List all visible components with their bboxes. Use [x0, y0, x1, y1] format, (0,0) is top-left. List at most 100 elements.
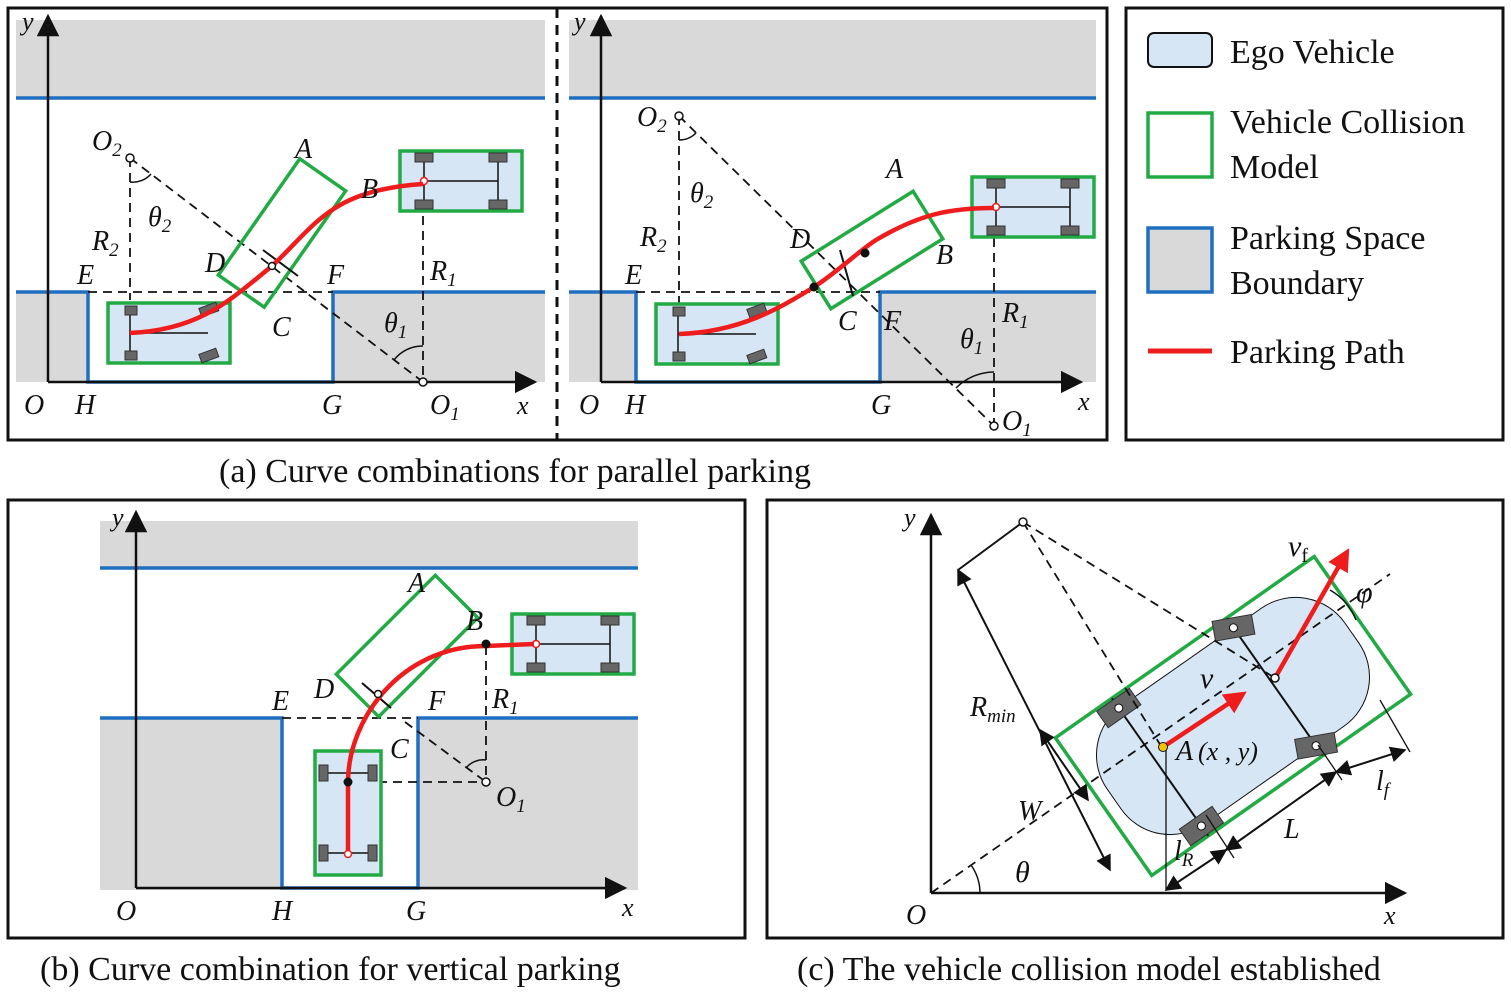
h-label: H — [624, 390, 647, 421]
panel-c-caption: (c) The vehicle collision model establis… — [797, 951, 1381, 988]
c-d-tick — [262, 249, 299, 277]
o1-label: O1 — [496, 782, 526, 817]
v-label: v — [1200, 662, 1214, 695]
tangent-point — [267, 261, 277, 271]
d-label: D — [313, 674, 334, 705]
collision-model-swatch — [1146, 111, 1214, 179]
c-label: C — [390, 734, 409, 765]
lr-label: lR — [1174, 836, 1194, 871]
c-d-tick — [839, 249, 854, 297]
origin-label: O — [579, 390, 599, 421]
center-link — [957, 521, 1024, 571]
a-label: A — [884, 154, 904, 185]
parking-boundary-swatch — [1146, 226, 1214, 294]
y-label: y — [109, 503, 124, 532]
legend-item-ego-vehicle: Ego Vehicle — [1230, 34, 1395, 71]
x-label: x — [1383, 901, 1396, 930]
theta1-label: θ1 — [960, 324, 983, 359]
ego-vehicle-start — [106, 301, 232, 365]
x-label: x — [621, 893, 634, 922]
curb-left-shade — [100, 718, 282, 890]
center-point — [1158, 742, 1168, 752]
o1-radius — [404, 721, 487, 783]
panel-b-caption: (b) Curve combination for vertical parki… — [40, 951, 621, 988]
theta2-label: θ2 — [148, 202, 172, 237]
phi-arc — [1329, 589, 1357, 621]
w-dimension — [1039, 728, 1089, 802]
y-label: y — [901, 503, 916, 532]
a-label: A — [406, 568, 426, 599]
panel-a-left: y x O H G O1 O2 A B C D E F R2 R1 θ2 θ1 — [16, 7, 545, 425]
b-label: B — [361, 174, 378, 205]
panel-a-caption: (a) Curve combinations for parallel park… — [219, 453, 811, 490]
o2-o1-line — [678, 115, 995, 427]
theta1-arc — [955, 371, 995, 389]
theta1-label: θ1 — [384, 308, 407, 343]
road-upper-shade — [100, 521, 638, 568]
r2-label: R2 — [91, 226, 119, 261]
curb-right-shade — [333, 292, 545, 382]
lf-label: lf — [1376, 766, 1392, 801]
legend-item-collision-line1: Vehicle Collision — [1230, 104, 1465, 141]
tangent-point — [373, 689, 383, 699]
panel-b-frame — [6, 498, 747, 940]
ego-vehicle-swatch — [1147, 32, 1213, 68]
parking-path — [345, 641, 535, 854]
origin-label: O — [906, 900, 926, 931]
coord-label: (x , y) — [1198, 737, 1258, 766]
theta2-label: θ2 — [690, 178, 714, 213]
legend-item-boundary-line1: Parking Space — [1230, 220, 1425, 257]
collision-model-mid — [333, 572, 481, 720]
r1-label: R1 — [429, 256, 457, 291]
road-upper-shade — [569, 20, 1096, 98]
o1-point — [418, 377, 428, 387]
e-label: E — [76, 260, 94, 291]
a-label: A — [1174, 736, 1194, 767]
g-label: G — [871, 390, 891, 421]
curb-left-shade — [16, 292, 88, 382]
theta-label: θ — [1015, 856, 1030, 889]
h-label: H — [74, 390, 97, 421]
ext-line-3 — [1317, 744, 1343, 781]
g-label: G — [406, 896, 426, 927]
c-label: C — [838, 306, 857, 337]
c-label: C — [272, 312, 291, 343]
y-label: y — [571, 7, 586, 36]
l-label: L — [1283, 814, 1300, 845]
r1-label: R1 — [1001, 298, 1029, 333]
segment-point-1 — [343, 777, 353, 787]
legend: Ego Vehicle Vehicle Collision Model Park… — [1124, 6, 1505, 442]
origin-label: O — [24, 390, 44, 421]
f-label: F — [883, 306, 902, 337]
legend-item-collision-line2: Model — [1230, 149, 1319, 186]
legend-item-parking-path: Parking Path — [1230, 334, 1405, 371]
o2-label: O2 — [637, 102, 667, 137]
o1-point — [481, 777, 491, 787]
g-label: G — [322, 390, 342, 421]
e-label: E — [271, 686, 289, 717]
b-label: B — [936, 240, 953, 271]
d-label: D — [204, 248, 225, 279]
ext-line-4 — [1379, 699, 1411, 753]
theta1-arc — [393, 345, 424, 361]
y-label: y — [19, 7, 34, 36]
b-label: B — [466, 606, 483, 637]
x-label: x — [516, 391, 529, 420]
w-label: W — [1018, 796, 1044, 827]
x-label: x — [1077, 387, 1090, 416]
panel-a-right: y x O H G O1 O2 A B C D E F R2 R1 θ2 θ1 — [569, 7, 1096, 441]
road-upper-shade — [16, 20, 545, 98]
curb-right-shade — [880, 292, 1096, 382]
turn-center-point — [1018, 517, 1028, 527]
lf-dimension — [1334, 746, 1407, 776]
panel-c-frame — [765, 498, 1505, 940]
panel-b: y x O H G O1 A B C D E F R1 (b) Curve co… — [6, 498, 747, 988]
a-label: A — [293, 134, 313, 165]
curb-right-shade — [418, 718, 638, 890]
o1-label: O1 — [1002, 406, 1032, 441]
velocity-vector — [1161, 691, 1247, 749]
r1-label: R1 — [491, 684, 519, 719]
lr-dimension — [1164, 849, 1228, 891]
f-label: F — [326, 260, 345, 291]
rmin-label: Rmin — [969, 692, 1016, 727]
